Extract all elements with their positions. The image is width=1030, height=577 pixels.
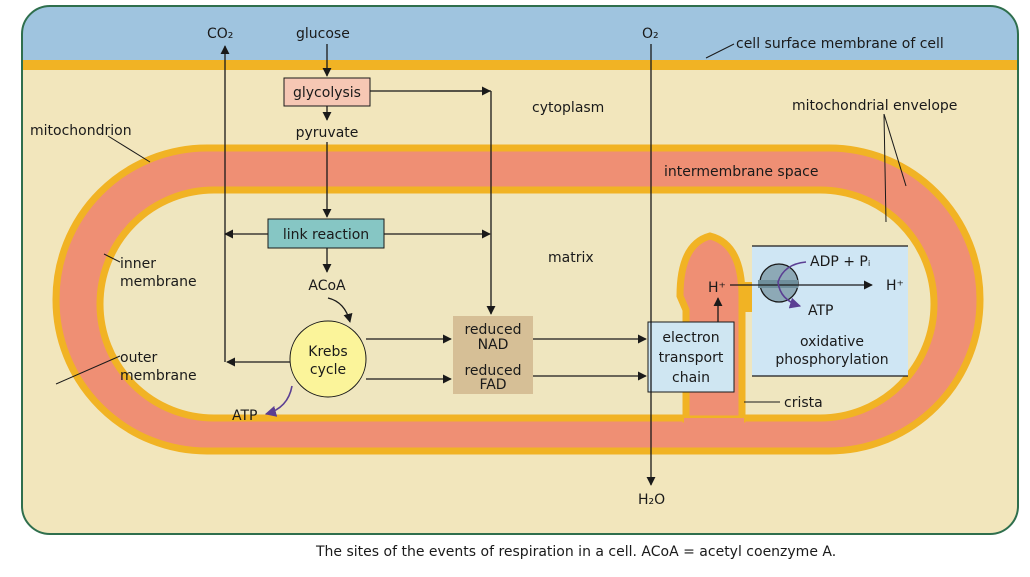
mitochondrial-envelope-label: mitochondrial envelope	[792, 98, 957, 114]
oxphos-atp-label: ATP	[808, 303, 833, 319]
acoa-label: ACoA	[308, 278, 346, 294]
etc-label-line1: electron	[662, 330, 719, 346]
krebs-atp-arrow	[264, 385, 293, 417]
pyruvate-label: pyruvate	[296, 125, 359, 141]
krebs-cycle-circle	[289, 320, 367, 398]
cell-outline	[21, 5, 1019, 535]
outer-membrane-label-line2: membrane	[120, 368, 197, 384]
mitochondrion-label: mitochondrion	[30, 123, 132, 139]
h-plus-right-label: H⁺	[886, 278, 904, 294]
reduced-nad-label-line2: NAD	[478, 337, 509, 353]
glucose-label: glucose	[296, 26, 350, 42]
oxphos-label-line1: oxidative	[800, 334, 864, 350]
inner-membrane-label-line2: membrane	[120, 274, 197, 290]
figure-caption: The sites of the events of respiration i…	[316, 544, 837, 560]
extracellular-region	[22, 6, 1018, 62]
reduced-carriers-box	[453, 316, 533, 394]
h-plus-left-label: H⁺	[708, 280, 726, 296]
cell-surface-membrane	[22, 60, 1018, 70]
krebs-label-line1: Krebs	[308, 344, 347, 360]
krebs-atp-label: ATP	[232, 408, 257, 424]
adp-pi-label: ADP + Pᵢ	[810, 254, 870, 270]
link-reaction-label: link reaction	[283, 227, 369, 243]
reduced-nad-label-line1: reduced	[464, 322, 521, 338]
o2-label: O₂	[642, 26, 659, 42]
cell-surface-membrane-label: cell surface membrane of cell	[736, 36, 944, 52]
reduced-fad-label-line2: FAD	[479, 377, 506, 393]
outer-membrane-label-line1: outer	[120, 350, 158, 366]
cytoplasm-label: cytoplasm	[532, 100, 604, 116]
arrows	[220, 44, 873, 486]
co2-label: CO₂	[207, 26, 233, 42]
inner-membrane-label-line1: inner	[120, 256, 156, 272]
glycolysis-label: glycolysis	[293, 85, 361, 101]
crista-membrane-patch	[742, 282, 752, 312]
matrix-label: matrix	[548, 250, 594, 266]
crista-join	[684, 418, 744, 428]
oxphos-atp-arrow	[777, 261, 807, 309]
krebs-label-line2: cycle	[310, 362, 346, 378]
leader-lines	[55, 43, 907, 403]
oxphos-label-line2: phosphorylation	[775, 352, 888, 368]
crista-label: crista	[784, 395, 823, 411]
intermembrane-space-label: intermembrane space	[664, 164, 819, 180]
etc-label-line3: chain	[672, 370, 710, 386]
h2o-label: H₂O	[638, 492, 665, 508]
electron-transport-chain-box	[647, 321, 735, 393]
reduced-fad-label-line1: reduced	[464, 363, 521, 379]
etc-label-line2: transport	[659, 350, 724, 366]
